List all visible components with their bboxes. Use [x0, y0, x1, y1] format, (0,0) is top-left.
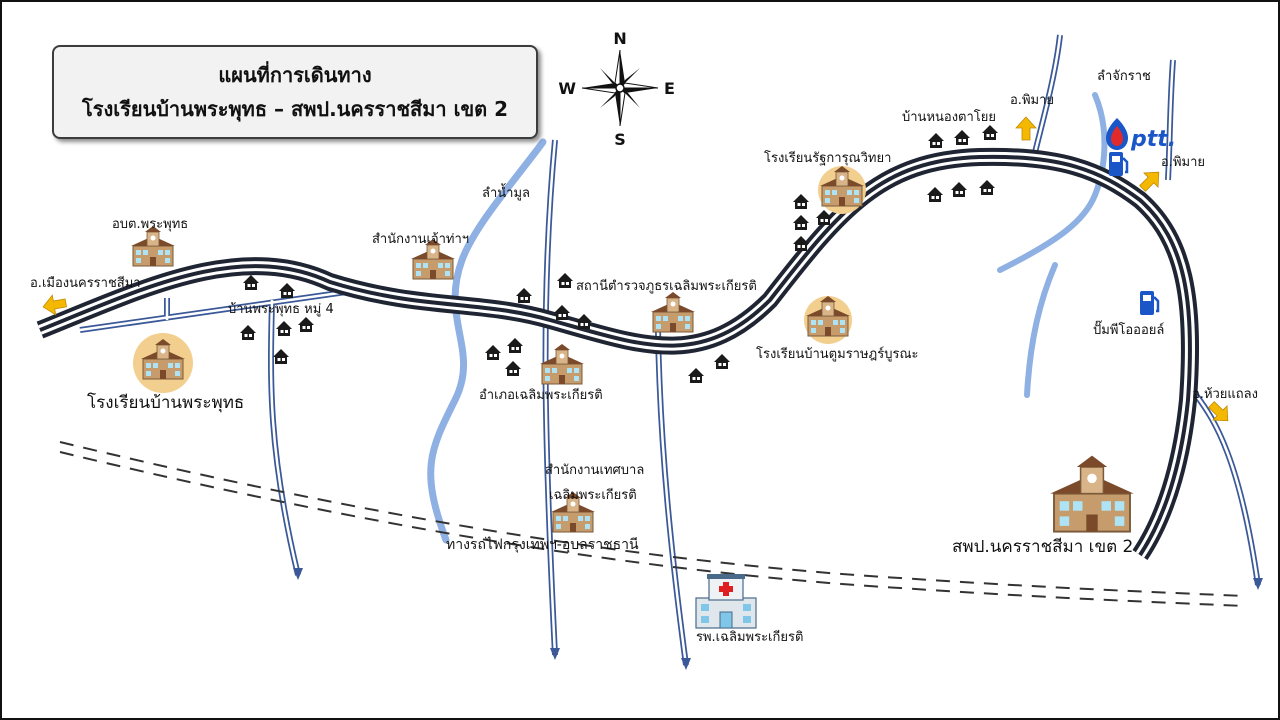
compass-w: W — [558, 79, 576, 98]
rivers — [427, 92, 1108, 544]
road-end-arrows — [293, 568, 1263, 670]
fuel-pump-icon — [1109, 152, 1129, 176]
compass-n: N — [613, 29, 626, 48]
label-village4: บ้านพระพุทธ หมู่ 4 — [228, 302, 334, 317]
label-school-rat: โรงเรียนรัฐการุณวิทยา — [764, 150, 891, 166]
hospital-icon — [695, 574, 757, 629]
label-lamchakkarat: ลำจักราช — [1097, 69, 1151, 84]
main-highway — [36, 147, 1200, 560]
label-school-main: โรงเรียนบ้านพระพุทธ — [87, 392, 244, 413]
spp-office-building-icon — [1049, 454, 1135, 533]
label-ptt-station: ปั๊มพีโอออยล์ — [1093, 320, 1164, 338]
label-spp-office: สพป.นครราชสีมา เขต 2 — [952, 537, 1133, 557]
map-title-line1: แผนที่การเดินทาง — [218, 63, 372, 87]
label-huaythalaeng: อ.ห้วยแถลง — [1192, 387, 1258, 402]
fuel-pump-icon-po — [1140, 291, 1160, 315]
police-building-icon — [650, 291, 696, 333]
label-obt: อบต.พระพุทธ — [112, 217, 188, 232]
label-district: อำเภอเฉลิมพระเกียรติ — [479, 387, 603, 403]
label-railway: ทางรถไฟกรุงเทพฯ-อุบลราชธานี — [446, 536, 639, 553]
label-phimai-1: อ.พิมาย — [1010, 93, 1054, 108]
map-title-box: แผนที่การเดินทาง โรงเรียนบ้านพระพุทธ – ส… — [52, 45, 538, 139]
railway-line — [59, 441, 1246, 607]
label-school-tum: โรงเรียนบ้านตูมราษฎร์บูรณะ — [756, 346, 919, 362]
label-muang: อ.เมืองนครราชสีมา — [30, 275, 141, 291]
label-office: สำนักงานเจ้าท่าฯ — [372, 232, 469, 247]
direction-arrow-icon-phimai-1 — [1015, 116, 1037, 141]
label-municipal-1: สำนักงานเทศบาล — [545, 463, 644, 478]
compass-e: E — [664, 79, 675, 98]
label-phimai-2: อ.พิมาย — [1161, 155, 1205, 170]
ptt-logo-text: ptt. — [1130, 127, 1176, 152]
label-nongtayoi: บ้านหนองตาโยย — [902, 109, 996, 125]
label-municipal-2: เฉลิมพระเกียรติ — [549, 487, 637, 503]
ptt-logo: ptt. — [1106, 118, 1176, 152]
compass-s: S — [614, 130, 626, 149]
label-hospital: รพ.เฉลิมพระเกียรติ — [696, 629, 803, 645]
label-river: ลำน้ำมูล — [482, 183, 530, 201]
map-title-line2: โรงเรียนบ้านพระพุทธ – สพป.นครราชสีมา เขต… — [82, 97, 508, 121]
compass-rose-icon: N S E W — [558, 29, 675, 149]
obt-school-building-icon — [130, 225, 176, 267]
label-police: สถานีตำรวจภูธรเฉลิมพระเกียรติ — [576, 278, 757, 294]
